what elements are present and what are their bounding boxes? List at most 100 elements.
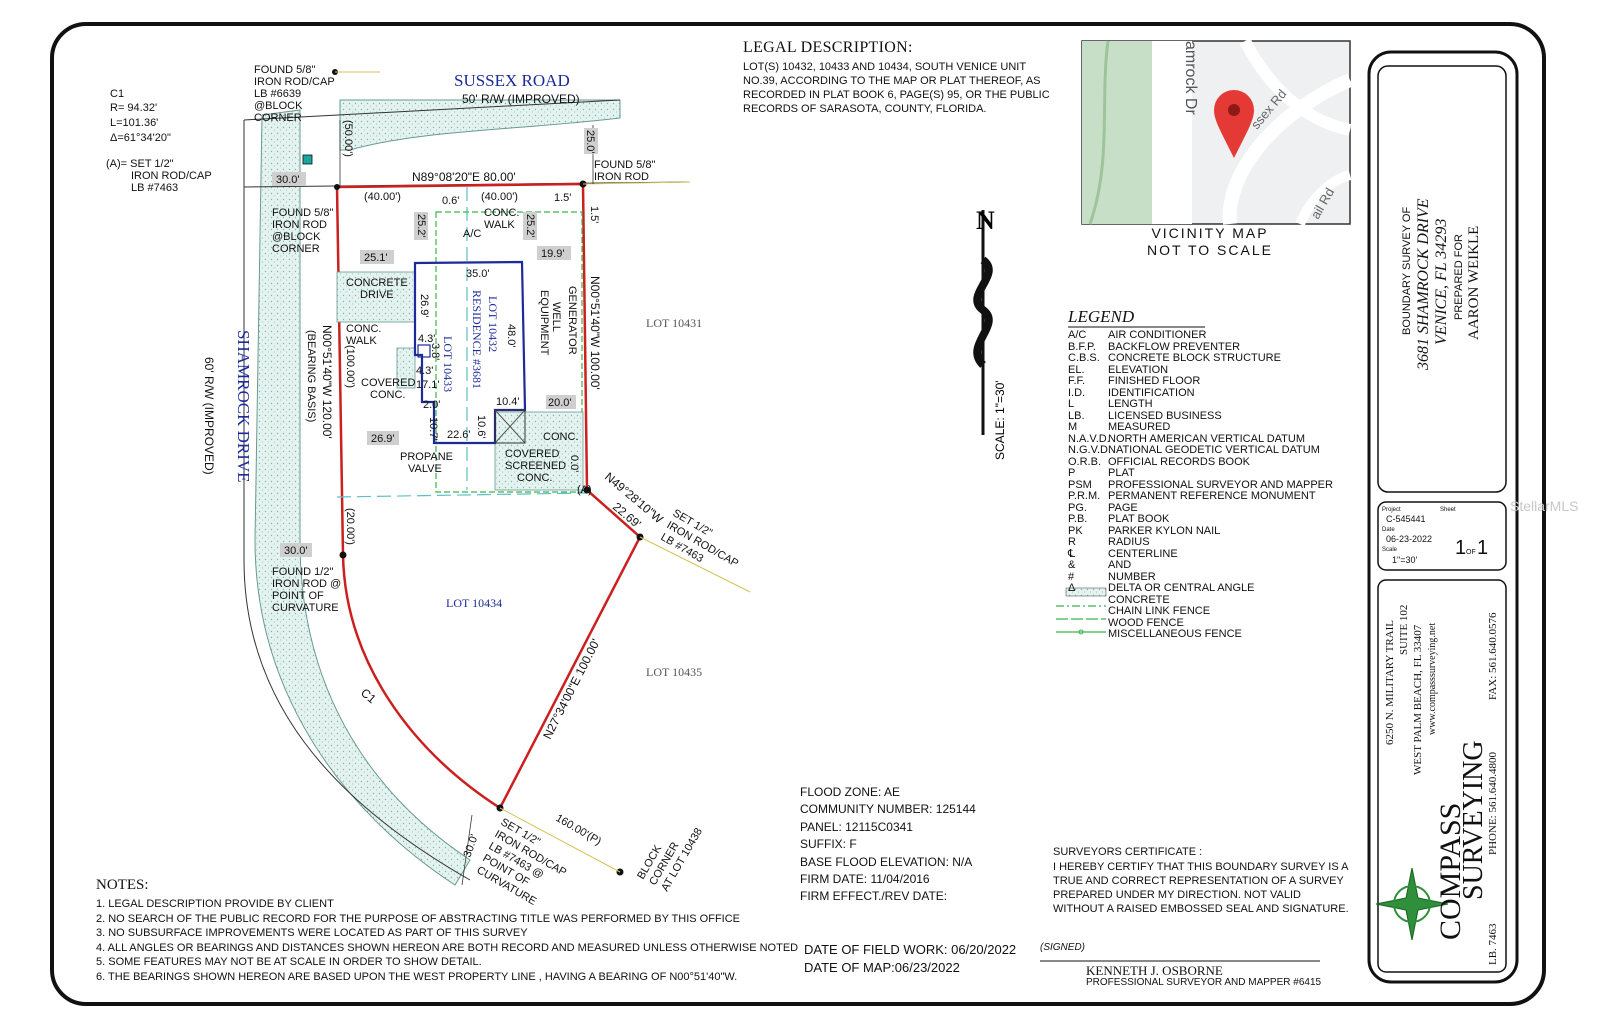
title-block-border xyxy=(1367,50,1519,984)
legend-abbr: LB. xyxy=(1068,409,1085,422)
d-15: 1.5' xyxy=(554,192,571,204)
note-item: 6. THE BEARINGS SHOWN HEREON ARE BASED U… xyxy=(96,970,738,983)
small-box xyxy=(417,344,431,358)
flood-firm-date: FIRM DATE: 11/04/2016 xyxy=(800,872,930,887)
legend-text: CENTERLINE xyxy=(1108,547,1178,560)
tb-company-name2: SURVEYING xyxy=(1458,740,1489,900)
legend-text: MISCELLANEOUS FENCE xyxy=(1108,628,1242,640)
curve-l: L=101.36' xyxy=(110,117,158,129)
field-date: DATE OF FIELD WORK: 06/20/2022 xyxy=(804,942,1017,957)
vicinity-line2: NOT TO SCALE xyxy=(1147,242,1273,258)
legend-abbr: N.G.V.D. xyxy=(1068,444,1111,456)
legend-item: I.D.IDENTIFICATION xyxy=(1068,387,1333,400)
residence-outline xyxy=(413,260,527,445)
legend-text: MEASURED xyxy=(1108,421,1171,433)
legend-abbr: P.B. xyxy=(1068,513,1088,525)
conc-walk2-2: WALK xyxy=(346,335,377,347)
title-block-inner-top xyxy=(1377,65,1507,493)
screened-2: SCREENED xyxy=(505,460,566,472)
flood-zone: FLOOD ZONE: AE xyxy=(800,785,901,799)
found-nw-2: IRON ROD/CAP xyxy=(254,76,335,88)
vicinity-line1: VICINITY MAP xyxy=(1151,225,1269,241)
dim-160: 160.00'(P) xyxy=(554,812,604,848)
d-100: (100.00') xyxy=(344,345,356,388)
found-nw-4: @BLOCK xyxy=(254,100,303,112)
d-20p: (20.00') xyxy=(344,508,356,545)
found-sw-1: FOUND 1/2" xyxy=(272,566,333,578)
legend-abbr xyxy=(1068,618,1108,630)
north-arrow: N SCALE: 1"=30' xyxy=(973,206,1007,460)
sussex-sidewalk xyxy=(339,99,621,151)
tb-line3: VENICE, FL 34293 xyxy=(1433,219,1450,345)
d-26-9: 26.9' xyxy=(418,294,430,318)
found-sw-4: CURVATURE xyxy=(272,602,339,614)
legend-abbr: # xyxy=(1068,570,1075,583)
found-sw-3: POINT OF xyxy=(272,590,324,602)
tb-addr2: SUITE 102 xyxy=(1398,605,1410,655)
legend-text: PAGE xyxy=(1108,501,1138,514)
legend-abbr: PG. xyxy=(1068,501,1087,514)
vicinity-map: amrock Dr ssex Rd ail Rd xyxy=(1081,38,1353,227)
conc-walk2-1: CONC. xyxy=(346,323,381,335)
title-block-text: BOUNDARY SURVEY OF 3681 SHAMROCK DRIVE V… xyxy=(1382,198,1499,965)
tb-sheet-of: OF xyxy=(1466,549,1476,556)
conc-walk-2: WALK xyxy=(484,219,515,231)
curve-delta: Δ=61°34'20" xyxy=(110,132,171,144)
d-30c: 30.0' xyxy=(462,833,481,859)
screened-3: CONC. xyxy=(517,472,552,484)
legend-abbr: P.R.M. xyxy=(1068,490,1101,502)
legend-abbr: PK xyxy=(1068,524,1083,537)
legal-description-title: LEGAL DESCRIPTION: xyxy=(743,39,913,56)
screened-1: COVERED xyxy=(505,448,559,460)
d-25-2a: 25.2' xyxy=(415,214,427,238)
a-mark: (A) xyxy=(577,484,592,496)
shamrock-drive-label: SHAMROCK DRIVE xyxy=(234,330,253,483)
d-25-2b: 25.2' xyxy=(524,214,536,238)
legend-abbr: EL. xyxy=(1068,363,1085,376)
legend-item: C.B.S.CONCRETE BLOCK STRUCTURE xyxy=(1068,352,1333,365)
survey-dates: DATE OF FIELD WORK: 06/20/2022 DATE OF M… xyxy=(804,941,1016,977)
tb-company-name1: COMPASS xyxy=(1434,803,1467,940)
found-w-1: FOUND 5/8" xyxy=(272,207,333,219)
covered-conc xyxy=(396,347,416,389)
note-item: 2. NO SEARCH OF THE PUBLIC RECORD FOR TH… xyxy=(96,912,741,925)
conc-drive-1: CONCRETE xyxy=(346,277,408,289)
legend-text: RADIUS xyxy=(1108,536,1150,548)
d-15b: 1.5' xyxy=(588,206,600,223)
monument-e xyxy=(583,486,591,494)
setA-1: (A)= SET 1/2" xyxy=(106,158,174,170)
scale-text: SCALE: 1"=30' xyxy=(993,380,1007,460)
shamrock-row-label: 60' R/W (IMPROVED) xyxy=(202,357,216,475)
legend-text: NATIONAL GEODETIC VERTICAL DATUM xyxy=(1108,444,1320,456)
dim-30-bottom xyxy=(461,814,473,886)
tb-sheet-num: 1 xyxy=(1455,537,1466,559)
outer-border xyxy=(50,22,1546,1006)
tb-phone: PHONE: 561.640.4800 xyxy=(1487,752,1499,855)
legend-samples xyxy=(1056,326,1205,635)
conc-se: CONC. xyxy=(543,431,578,443)
sussex-row-label: 50' R/W (IMPROVED) xyxy=(462,92,580,106)
setA-2: IRON ROD/CAP xyxy=(131,170,212,182)
flood-info: FLOOD ZONE: AE COMMUNITY NUMBER: 125144 … xyxy=(800,784,976,906)
legend-text: NORTH AMERICAN VERTICAL DATUM xyxy=(1108,432,1306,445)
surveyor-name: KENNETH J. OSBORNE xyxy=(1086,963,1223,978)
legend-item: #NUMBER xyxy=(1068,570,1333,584)
tb-sheet-label: Sheet xyxy=(1440,507,1456,513)
ne-ext xyxy=(639,536,751,593)
legend-item: WOOD FENCE xyxy=(1068,617,1333,630)
legend-abbr: P xyxy=(1068,467,1076,479)
found-nw-5: CORNER xyxy=(254,112,302,124)
tb-date-label: Date xyxy=(1382,527,1395,533)
flood-suffix: SUFFIX: F xyxy=(800,837,857,852)
title-block-inner-mid xyxy=(1377,501,1507,571)
legend-text: PROFESSIONAL SURVEYOR AND MAPPER xyxy=(1108,478,1333,491)
lot-10432-label: LOT 10432 xyxy=(486,296,500,352)
legend-abbr: A/C xyxy=(1068,329,1087,341)
legend-text: PLAT BOOK xyxy=(1108,513,1170,525)
legend-item: N.A.V.D.NORTH AMERICAN VERTICAL DATUM xyxy=(1068,432,1333,446)
legend-item: CONCRETE xyxy=(1068,594,1333,607)
legend-item: LB.LICENSED BUSINESS xyxy=(1068,409,1333,423)
